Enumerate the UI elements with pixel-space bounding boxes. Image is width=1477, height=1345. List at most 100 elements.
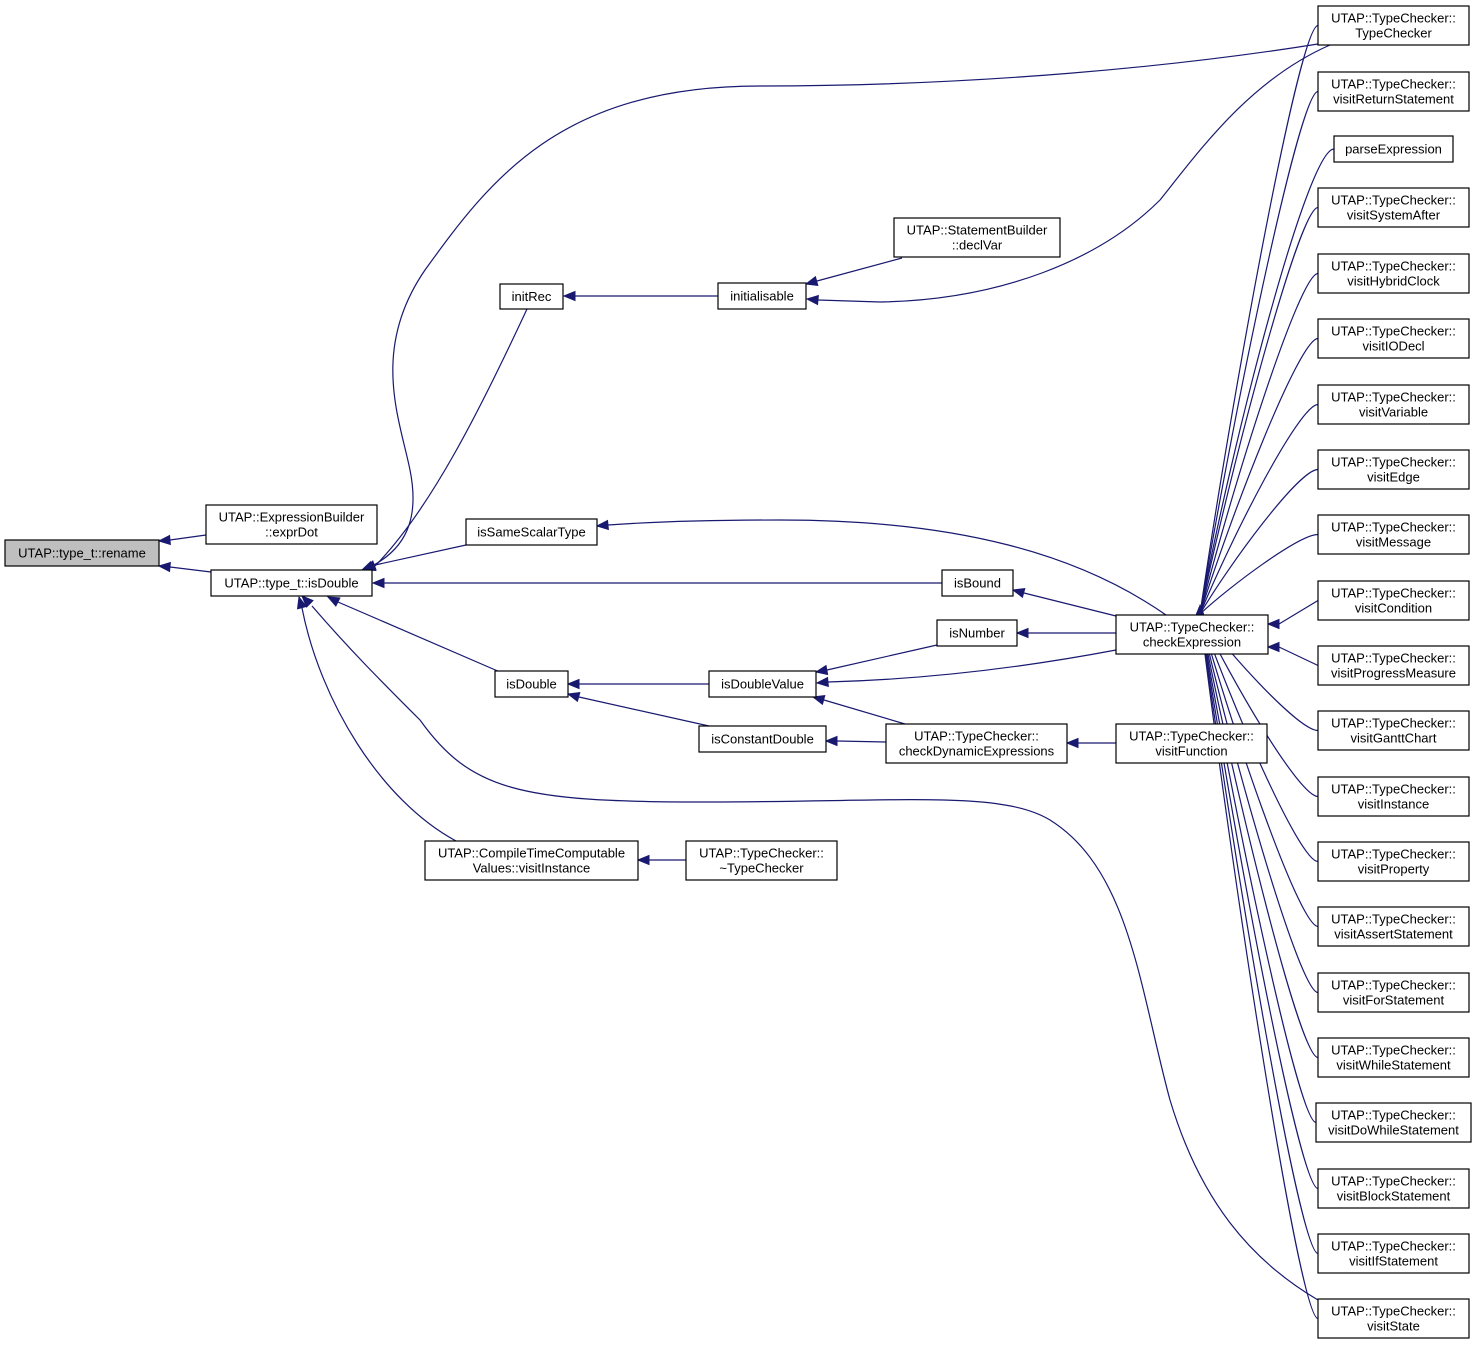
node-label: UTAP::TypeChecker::: [1331, 11, 1456, 26]
node-box: [424, 840, 639, 881]
node-parse-expression[interactable]: parseExpression: [1333, 135, 1454, 163]
node-expr-dot[interactable]: UTAP::ExpressionBuilder::exprDot: [205, 504, 378, 545]
node-visit-state[interactable]: UTAP::TypeChecker::visitState: [1317, 1298, 1470, 1339]
edge-line: [1023, 592, 1117, 617]
node-visit-i-o-decl[interactable]: UTAP::TypeChecker::visitIODecl: [1317, 318, 1470, 359]
call-edge: [1015, 627, 1116, 639]
node-box: [1317, 318, 1470, 359]
edge-line: [1278, 599, 1319, 625]
arrow-head-icon: [1266, 618, 1280, 630]
node-box: [1317, 580, 1470, 621]
call-edge: [1194, 403, 1319, 618]
node--type-checker[interactable]: UTAP::TypeChecker::TypeChecker: [1317, 5, 1470, 46]
node-label: visitVariable: [1359, 405, 1428, 420]
node-box: [499, 283, 564, 310]
arrow-head-icon: [1015, 627, 1029, 639]
node-visit-return-statement[interactable]: UTAP::TypeChecker::visitReturnStatement: [1317, 71, 1470, 112]
node-label: UTAP::TypeChecker::: [1331, 390, 1456, 405]
node-check-expression[interactable]: UTAP::TypeChecker::checkExpression: [1115, 614, 1269, 655]
node-label: UTAP::TypeChecker::: [1331, 520, 1456, 535]
node-is-bound[interactable]: isBound: [941, 569, 1014, 597]
node-box: [1317, 1233, 1470, 1274]
edge-line: [827, 649, 1117, 683]
call-edge: [371, 577, 942, 589]
edge-line: [816, 257, 903, 282]
edge-line: [578, 696, 710, 727]
edge-line: [169, 534, 207, 541]
node-visit-progress-measure[interactable]: UTAP::TypeChecker::visitProgressMeasure: [1317, 645, 1470, 686]
node-is-number[interactable]: isNumber: [936, 619, 1018, 647]
node-visit-property[interactable]: UTAP::TypeChecker::visitProperty: [1317, 841, 1470, 882]
node-label: isBound: [954, 576, 1001, 591]
node-label: visitIfStatement: [1349, 1254, 1438, 1269]
node-label: UTAP::type_t::isDouble: [224, 576, 358, 591]
arrow-head-icon: [815, 676, 829, 688]
call-edge: [804, 257, 903, 287]
node-label: UTAP::TypeChecker::: [1129, 729, 1254, 744]
node-visit-while-statement[interactable]: UTAP::TypeChecker::visitWhileStatement: [1317, 1037, 1470, 1078]
call-edge: [566, 678, 709, 690]
node-label: isDouble: [506, 677, 557, 692]
node-visit-hybrid-clock[interactable]: UTAP::TypeChecker::visitHybridClock: [1317, 253, 1470, 294]
arrow-head-icon: [301, 595, 314, 608]
arrow-head-icon: [566, 678, 580, 690]
call-edge: [1266, 599, 1319, 630]
node-check-dynamic-expressions[interactable]: UTAP::TypeChecker::checkDynamicExpressio…: [885, 723, 1068, 764]
node-label: visitIODecl: [1362, 339, 1424, 354]
node-visit-condition[interactable]: UTAP::TypeChecker::visitCondition: [1317, 580, 1470, 621]
arrow-head-icon: [636, 854, 650, 866]
node-label: UTAP::TypeChecker::: [1331, 1174, 1456, 1189]
node-visit-if-statement[interactable]: UTAP::TypeChecker::visitIfStatement: [1317, 1233, 1470, 1274]
node-visit-function[interactable]: UTAP::TypeChecker::visitFunction: [1115, 723, 1268, 764]
node-label: isNumber: [949, 626, 1005, 641]
node-label: UTAP::TypeChecker::: [1331, 651, 1456, 666]
node-ctcv-visit-instance[interactable]: UTAP::CompileTimeComputableValues::visit…: [424, 840, 639, 881]
node-visit-instance[interactable]: UTAP::TypeChecker::visitInstance: [1317, 776, 1470, 817]
node-box: [1115, 614, 1269, 655]
node-is-double[interactable]: isDouble: [494, 670, 569, 698]
node-visit-variable[interactable]: UTAP::TypeChecker::visitVariable: [1317, 384, 1470, 425]
node-label: initRec: [512, 289, 552, 304]
node-visit-block-statement[interactable]: UTAP::TypeChecker::visitBlockStatement: [1317, 1168, 1470, 1209]
node-rename[interactable]: UTAP::type_t::rename: [4, 539, 160, 567]
node-box: [936, 619, 1018, 647]
node-visit-edge[interactable]: UTAP::TypeChecker::visitEdge: [1317, 449, 1470, 490]
node-is-double-t[interactable]: UTAP::type_t::isDouble: [210, 569, 373, 597]
node-init-rec[interactable]: initRec: [499, 283, 564, 310]
call-edge: [1194, 90, 1319, 618]
node-is-double-value[interactable]: isDoubleValue: [708, 670, 817, 698]
edge-line: [826, 644, 938, 671]
node-label: checkDynamicExpressions: [899, 744, 1055, 759]
node-decl-var[interactable]: UTAP::StatementBuilder::declVar: [893, 217, 1061, 258]
node-box: [1317, 1298, 1470, 1339]
node-box: [1317, 776, 1470, 817]
node-label: visitBlockStatement: [1337, 1189, 1451, 1204]
node-visit-do-while-statement[interactable]: UTAP::TypeChecker::visitDoWhileStatement: [1315, 1102, 1472, 1143]
node-visit-assert-statement[interactable]: UTAP::TypeChecker::visitAssertStatement: [1317, 906, 1470, 947]
node-visit-gantt-chart[interactable]: UTAP::TypeChecker::visitGanttChart: [1317, 710, 1470, 751]
node-is-constant-double[interactable]: isConstantDouble: [698, 725, 827, 753]
node-label: UTAP::CompileTimeComputable: [438, 846, 625, 861]
node-visit-system-after[interactable]: UTAP::TypeChecker::visitSystemAfter: [1317, 187, 1470, 228]
edge-line: [1199, 148, 1335, 615]
node-destructor[interactable]: UTAP::TypeChecker::~TypeChecker: [685, 840, 838, 881]
edge-line: [607, 519, 1167, 616]
arrow-head-icon: [1065, 737, 1079, 749]
node-visit-message[interactable]: UTAP::TypeChecker::visitMessage: [1317, 514, 1470, 555]
arrow-head-icon: [296, 595, 308, 610]
call-edge: [562, 290, 718, 302]
arrow-head-icon: [371, 577, 385, 589]
node-visit-for-statement[interactable]: UTAP::TypeChecker::visitForStatement: [1317, 972, 1470, 1013]
node-box: [1317, 841, 1470, 882]
edge-line: [1199, 613, 1319, 928]
arrow-head-icon: [804, 275, 819, 287]
node-box: [1317, 71, 1470, 112]
node-initialisable[interactable]: initialisable: [717, 282, 807, 310]
node-label: visitDoWhileStatement: [1328, 1123, 1459, 1138]
call-edge: [296, 595, 457, 842]
call-edge: [815, 649, 1117, 688]
arrow-head-icon: [811, 694, 826, 706]
node-box: [1317, 1168, 1470, 1209]
node-is-same-scalar-type[interactable]: isSameScalarType: [465, 518, 598, 546]
call-edge: [1194, 148, 1335, 618]
